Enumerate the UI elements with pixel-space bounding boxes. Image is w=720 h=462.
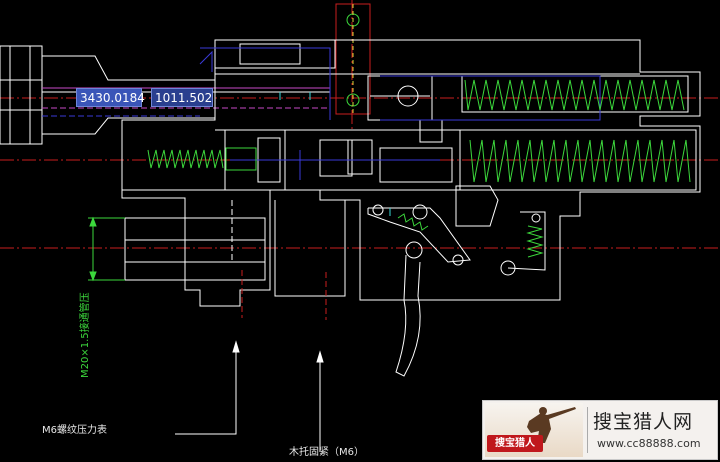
main-spring-bottom bbox=[469, 139, 691, 183]
thread-dimension bbox=[88, 216, 125, 282]
main-spring-top bbox=[464, 79, 685, 111]
coordinate-y-readout[interactable]: 1011.502 bbox=[151, 88, 213, 107]
hidden-lines bbox=[199, 47, 601, 180]
top-valve bbox=[335, 3, 371, 115]
site-watermark: 搜宝猎人 搜宝猎人网 www.cc88888.com bbox=[482, 400, 718, 460]
thread-spec-annotation: M20×1.5接通管压 bbox=[80, 292, 91, 378]
trigger-spring bbox=[397, 213, 544, 258]
vertical-dash-lines bbox=[231, 200, 327, 320]
cyan-markers bbox=[279, 92, 391, 216]
watermark-url: www.cc88888.com bbox=[597, 437, 701, 450]
hunter-icon bbox=[527, 407, 576, 443]
left-barrel-block bbox=[0, 45, 215, 145]
watermark-logo-badge: 搜宝猎人 bbox=[487, 435, 543, 452]
stock-fix-annotation: 木托固紧（M6） bbox=[289, 447, 364, 458]
coordinate-x-readout[interactable]: 3430.0184 bbox=[76, 88, 145, 107]
watermark-divider bbox=[587, 407, 588, 453]
left-spring bbox=[147, 147, 257, 171]
trigger-group bbox=[367, 185, 546, 377]
m6-gauge-annotation: M6螺纹压力表 bbox=[42, 425, 107, 436]
watermark-site-name: 搜宝猎人网 bbox=[593, 411, 694, 433]
leader-arrows bbox=[175, 340, 324, 452]
